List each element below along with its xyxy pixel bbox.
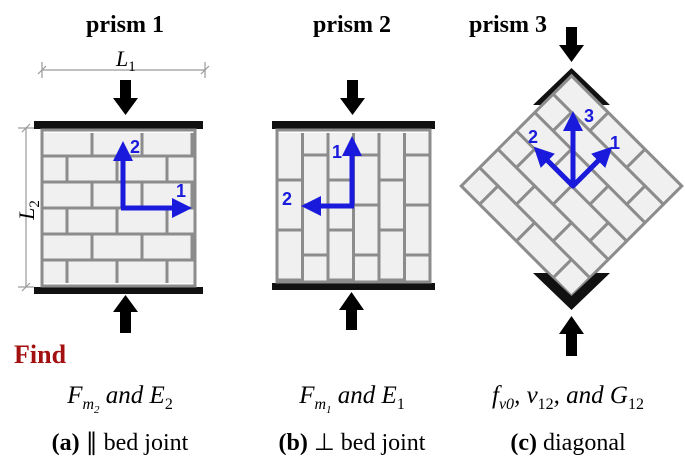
brick: [377, 133, 406, 182]
bottom-platen: [34, 287, 203, 294]
brick: [301, 203, 330, 257]
prism-2-caption: (b) ⊥ bed joint: [279, 430, 426, 456]
brick: [140, 133, 194, 158]
brick: [301, 253, 330, 283]
load-arrow-top: [113, 80, 138, 115]
dimension-l2: [18, 123, 34, 292]
prism-2-find: Fm1 and E1: [298, 382, 405, 416]
brick: [42, 180, 94, 210]
brick: [403, 253, 430, 283]
brick: [403, 153, 430, 207]
axis-left-arrow: [533, 146, 576, 189]
brick: [140, 232, 194, 262]
brick: [352, 253, 381, 283]
brick: [165, 154, 195, 184]
axis-label-2: 2: [282, 189, 292, 209]
prism-1-find: Fm2 and E2: [66, 382, 173, 416]
brick: [301, 153, 330, 207]
brick: [377, 178, 406, 232]
brick: [165, 206, 195, 236]
brick: [65, 258, 119, 283]
bottom-platen: [272, 283, 435, 290]
axis-label-1: 1: [176, 181, 186, 201]
load-arrow-bottom: [559, 316, 584, 356]
brick-wall-diagonal: [461, 75, 682, 297]
brick: [42, 232, 94, 262]
brick: [277, 133, 304, 182]
prism-3-caption: (c) diagonal: [510, 430, 626, 456]
bottom-loading-shoe: [533, 273, 610, 310]
axis-label-1: 1: [332, 142, 342, 162]
load-arrow-top: [559, 27, 584, 62]
find-label: Find: [14, 340, 67, 369]
load-arrow-bottom: [113, 295, 138, 333]
brick: [115, 206, 169, 236]
brick: [326, 228, 355, 282]
dimension-l1: [37, 62, 210, 78]
dimension-l1-label: L1: [115, 46, 136, 75]
prism-2-title: prism 2: [313, 12, 391, 38]
prism-1: L1 L2 2 1: [14, 46, 210, 333]
prism-3-title: prism 3: [469, 12, 547, 38]
prism-3-find: fv0, ν12, and G12: [492, 382, 644, 413]
brick: [277, 228, 304, 282]
axis-label-3: 3: [584, 106, 594, 126]
brick: [352, 203, 381, 257]
top-platen: [272, 121, 435, 129]
axis-label-2: 2: [130, 137, 140, 157]
top-platen: [34, 121, 203, 129]
load-arrow-bottom: [339, 292, 364, 330]
dimension-l2-label: L2: [14, 200, 43, 221]
prism-3: 2 3 1: [459, 27, 684, 356]
brick: [377, 228, 406, 282]
brick: [190, 232, 195, 262]
load-arrow-top: [340, 80, 365, 115]
brick: [90, 232, 144, 262]
brick: [65, 154, 119, 184]
prism-1-caption: (a) ∥ bed joint: [52, 430, 189, 456]
prism-1-title: prism 1: [86, 12, 164, 38]
brick: [165, 258, 195, 283]
brick: [65, 206, 119, 236]
axis-label-2: 2: [528, 127, 538, 147]
brick: [190, 180, 195, 210]
axis-label-1: 1: [610, 133, 620, 153]
brick: [190, 133, 195, 158]
brick: [42, 133, 94, 158]
brick: [352, 153, 381, 207]
brick: [90, 180, 144, 210]
axis-right-arrow: [570, 146, 613, 189]
prism-2: 1 2: [272, 80, 435, 330]
brick: [115, 258, 169, 283]
brick: [403, 203, 430, 257]
